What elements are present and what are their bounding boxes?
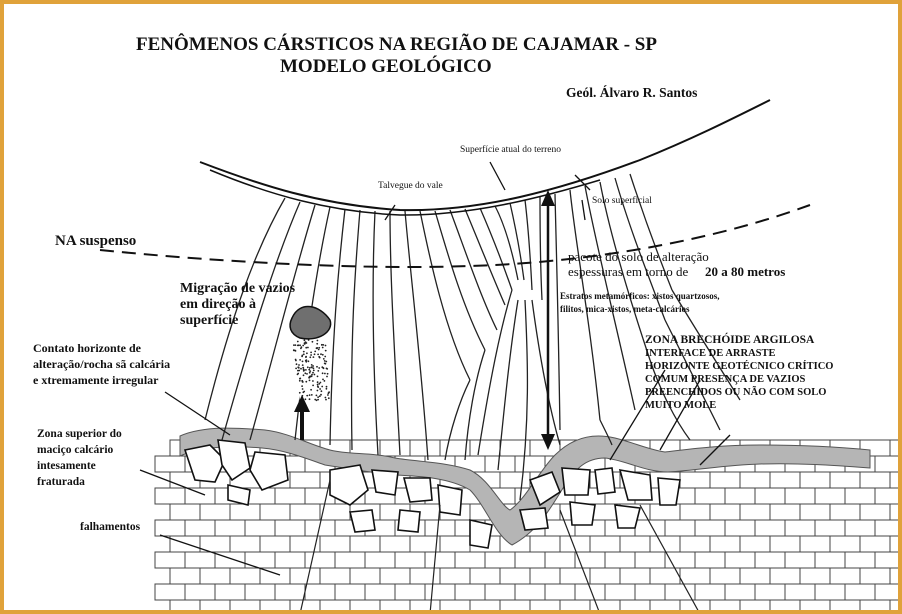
thickness-double-arrow <box>541 190 555 450</box>
label-brechoide-1: ZONA BRECHÓIDE ARGILOSA <box>645 332 815 346</box>
author: Geól. Álvaro R. Santos <box>566 85 697 100</box>
label-migracao-3: superfície <box>180 313 238 328</box>
label-contato-1: Contato horizonte de <box>33 341 142 355</box>
label-talvegue: Talvegue do vale <box>378 181 443 191</box>
label-pacote-1: pacote do solo de alteração <box>568 249 709 264</box>
label-zona-sup-2: maciço calcário <box>37 444 114 456</box>
ground-surface-line <box>200 100 770 210</box>
label-brechoide-5: PREENCHIDOS OU NÃO COM SOLO <box>645 386 826 398</box>
void-migration-column <box>290 306 331 402</box>
label-brechoide-2: INTERFACE DE ARRASTE <box>645 348 776 359</box>
label-brechoide-3: HORIZONTE GEOTÉCNICO CRÍTICO <box>645 360 833 372</box>
label-zona-sup-3: intesamente <box>37 460 96 472</box>
label-migracao-2: em direção à <box>180 297 256 312</box>
label-brechoide-4: COMUM PRESENÇA DE VAZIOS <box>645 374 806 385</box>
label-contato-2: alteração/rocha sã calcária <box>33 357 170 371</box>
label-estratos-1: Estratos metamórficos: xistos quartzosos… <box>560 291 719 301</box>
title-line-1: FENÔMENOS CÁRSTICOS NA REGIÃO DE CAJAMAR… <box>136 33 657 55</box>
label-brechoide-6: MUITO MOLE <box>645 400 716 411</box>
label-pacote-2: espessuras em torno de <box>568 264 688 279</box>
label-na-suspenso: NA suspenso <box>55 233 136 249</box>
label-zona-sup-1: Zona superior do <box>37 428 122 440</box>
label-contato-3: e xtremamente irregular <box>33 373 159 387</box>
title-line-2: MODELO GEOLÓGICO <box>280 55 492 77</box>
label-estratos-2: filitos, mica-xistos, meta-calcários <box>560 304 690 314</box>
leader-lines <box>140 162 730 575</box>
void-cavity <box>290 306 331 338</box>
label-superficie-atual: Superfície atual do terreno <box>460 144 561 155</box>
label-zona-sup-4: fraturada <box>37 476 85 488</box>
label-migracao-1: Migração de vazios <box>180 281 296 296</box>
label-falhamentos: falhamentos <box>80 521 141 533</box>
label-pacote-3: 20 a 80 metros <box>705 264 785 279</box>
label-solo-superficial: Solo superficial <box>592 195 652 206</box>
